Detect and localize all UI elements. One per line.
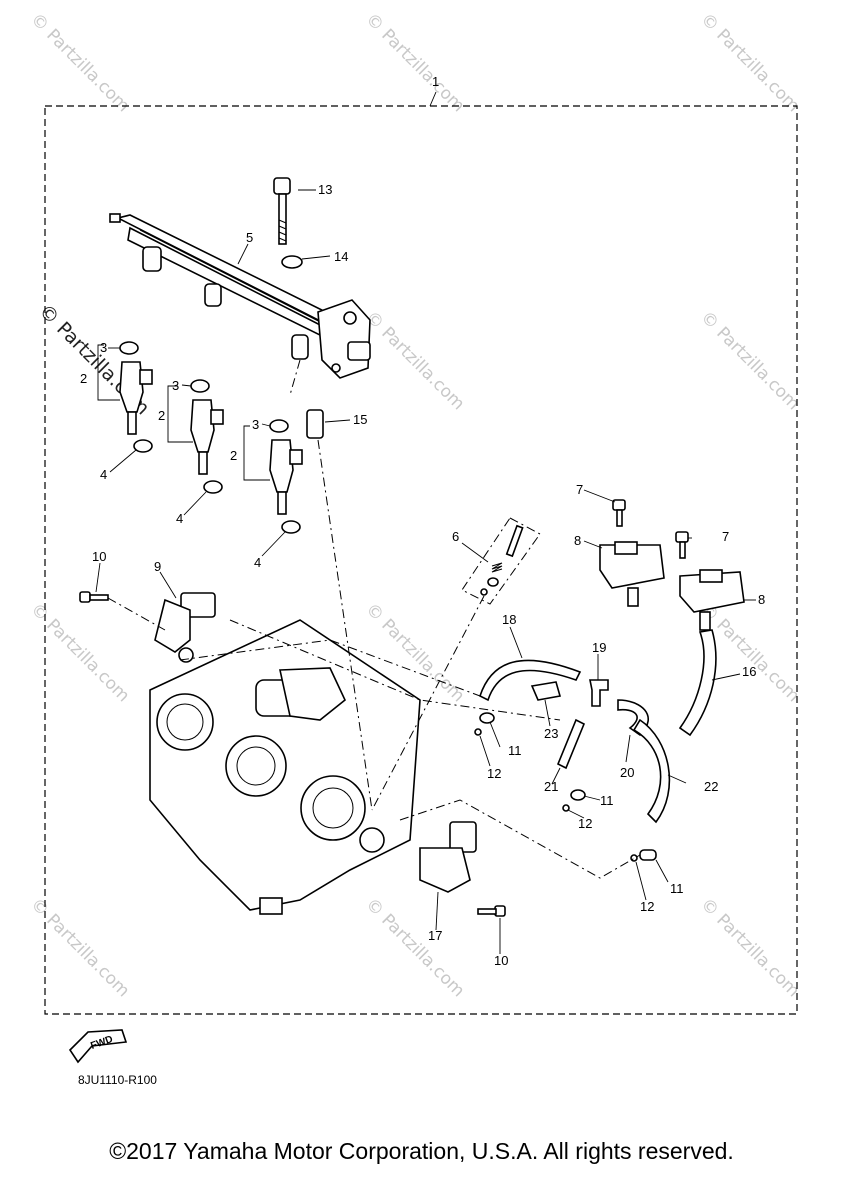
fwd-arrow-icon: FWD: [68, 1029, 128, 1064]
watermarks: © Partzilla.com © Partzilla.com © Partzi…: [26, 9, 803, 1001]
watermark: © Partzilla.com: [696, 9, 803, 116]
callout-4b: 4: [176, 511, 183, 526]
callout-3a: 3: [100, 340, 107, 355]
watermark: © Partzilla.com: [26, 599, 133, 706]
callout-17: 17: [428, 928, 442, 943]
bolt-10-left: [79, 591, 109, 603]
clip-12a: [474, 728, 482, 736]
callout-16: 16: [742, 664, 756, 679]
callout-15: 15: [353, 412, 367, 427]
callout-10b: 10: [494, 953, 508, 968]
cap-11c: [639, 849, 657, 861]
callout-8b: 8: [758, 592, 765, 607]
callout-11c: 11: [670, 881, 684, 896]
callout-12b: 12: [578, 816, 592, 831]
callout-7a: 7: [576, 482, 583, 497]
watermark: © Partzilla.com: [361, 894, 468, 1001]
bolt-13: [273, 177, 291, 245]
hose-22: [632, 718, 671, 824]
ring-6: [480, 588, 488, 596]
injector-right: [269, 419, 303, 534]
bracket-2a: [97, 344, 120, 401]
callout-7b: 7: [722, 529, 729, 544]
callout-9: 9: [154, 559, 161, 574]
fuel-rail: [109, 213, 371, 379]
sensor-9: [154, 592, 216, 663]
callout-3b: 3: [172, 378, 179, 393]
cap-11a: [479, 712, 495, 724]
spring-6: [491, 562, 503, 573]
sensor-8-top: [599, 499, 665, 607]
joint-19: [589, 679, 609, 707]
callouts: 1 13 5 14 15 3 2 3 2 3 2 4 4 4 6 7 8 7 8…: [80, 74, 765, 968]
callout-10a: 10: [92, 549, 106, 564]
callout-20: 20: [620, 765, 634, 780]
bracket-2b: [167, 385, 193, 443]
leader-lines: [95, 189, 756, 954]
callout-6: 6: [452, 529, 459, 544]
watermark: © Partzilla.com: [361, 9, 468, 116]
bracket-2c: [243, 425, 270, 481]
callout-4a: 4: [100, 467, 107, 482]
sensor-17: [419, 821, 477, 893]
watermark: © Partzilla.com: [696, 307, 803, 414]
assembly-frame: [44, 105, 798, 1015]
callout-4c: 4: [254, 555, 261, 570]
cap-11b: [570, 789, 586, 801]
watermark: © Partzilla.com: [361, 307, 468, 414]
clip-12b: [562, 804, 570, 812]
washer-6: [487, 577, 499, 587]
callout-2b: 2: [158, 408, 165, 423]
callout-11a: 11: [508, 743, 522, 758]
callout-2c: 2: [230, 448, 237, 463]
screw-6: [505, 524, 524, 558]
assembly-line-e: [371, 595, 485, 811]
callout-8a: 8: [574, 533, 581, 548]
callout-13: 13: [318, 182, 332, 197]
hose-21: [556, 718, 586, 770]
assembly-line-a: [289, 359, 301, 396]
injector-middle: [190, 379, 224, 494]
hose-18: [479, 659, 582, 702]
callout-19: 19: [592, 640, 606, 655]
callout-3c: 3: [252, 417, 259, 432]
bracket-23: [530, 681, 562, 701]
throttle-body: [149, 619, 421, 915]
watermark: © Partzilla.com: [696, 894, 803, 1001]
assembly-line-c: [107, 597, 166, 631]
watermark: © Partzilla.com: [26, 9, 133, 116]
washer-14: [281, 255, 303, 269]
assembly-line-b: [317, 439, 373, 811]
callout-12a: 12: [487, 766, 501, 781]
callout-11b: 11: [600, 793, 614, 808]
callout-22: 22: [704, 779, 718, 794]
callout-2a: 2: [80, 371, 87, 386]
callout-1: 1: [432, 74, 439, 89]
watermark: © Partzilla.com: [26, 894, 133, 1001]
injector-left: [119, 341, 153, 453]
leader-1: [429, 91, 437, 107]
copyright-notice: ©2017 Yamaha Motor Corporation, U.S.A. A…: [109, 1138, 734, 1164]
sensor-8-bottom: [675, 531, 745, 631]
callout-12c: 12: [640, 899, 654, 914]
callout-14: 14: [334, 249, 348, 264]
callout-21: 21: [544, 779, 558, 794]
collar-15: [306, 409, 324, 439]
bracket-6: [461, 517, 541, 605]
bolt-10-right: [477, 905, 506, 917]
callout-5: 5: [246, 230, 253, 245]
callout-18: 18: [502, 612, 516, 627]
diagram-code: 8JU1110-R100: [78, 1073, 157, 1087]
callout-23: 23: [544, 726, 558, 741]
hose-16: [678, 629, 717, 737]
